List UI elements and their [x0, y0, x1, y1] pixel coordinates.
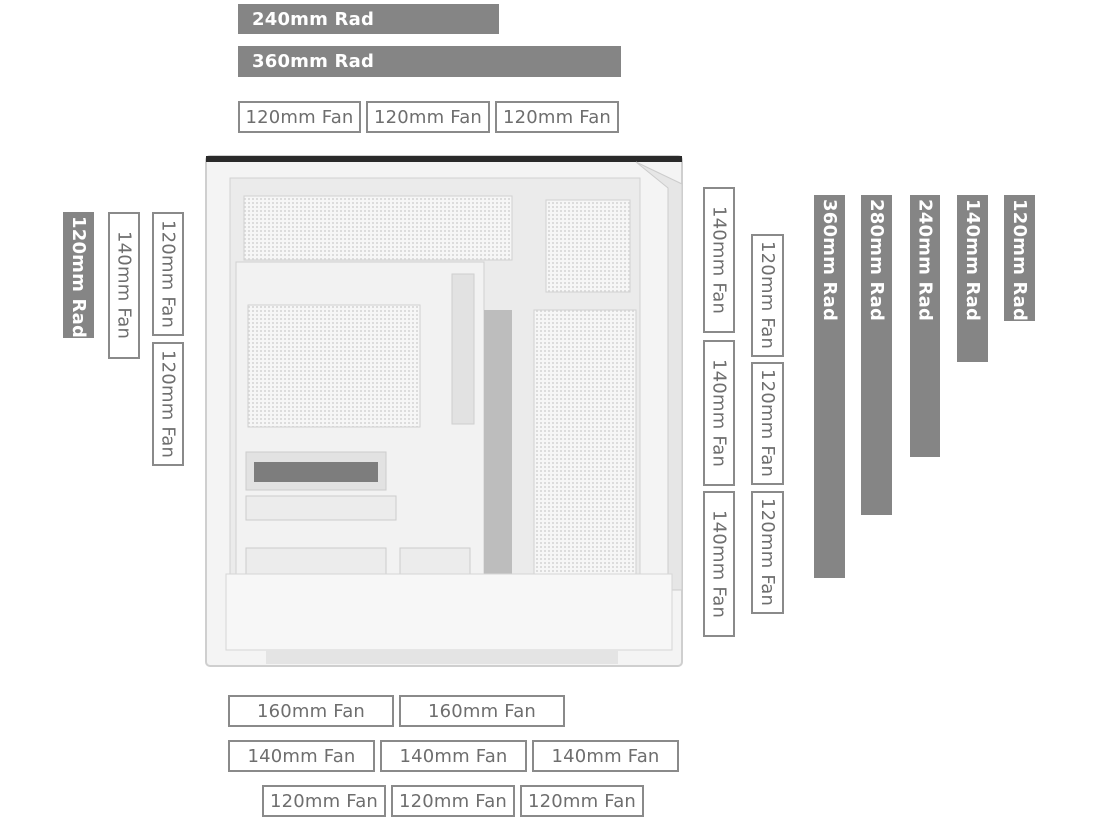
bottom-fan-120-3: 120mm Fan	[520, 785, 644, 817]
front-rad-120-bar: 120mm Rad	[1004, 195, 1035, 321]
bottom-fan-160-2: 160mm Fan	[399, 695, 565, 727]
front-fan-140-3: 140mm Fan	[703, 491, 735, 637]
front-fan-120-1: 120mm Fan	[751, 234, 784, 357]
top-fan-120-2: 120mm Fan	[366, 101, 490, 133]
bottom-fan-140-2: 140mm Fan	[380, 740, 527, 772]
bottom-fan-160-1: 160mm Fan	[228, 695, 394, 727]
pcie-slot	[254, 462, 378, 482]
front-rad-280-bar: 280mm Rad	[861, 195, 892, 515]
cable-channel	[484, 310, 512, 574]
upper-right-mesh	[545, 199, 631, 293]
front-fan-120-2: 120mm Fan	[751, 362, 784, 485]
bottom-fan-140-3: 140mm Fan	[532, 740, 679, 772]
top-fan-120-3: 120mm Fan	[495, 101, 619, 133]
front-rad-140-bar: 140mm Rad	[957, 195, 988, 362]
top-rad-240-bar: 240mm Rad	[238, 4, 499, 34]
top-rad-360-bar: 360mm Rad	[238, 46, 621, 77]
bottom-shroud	[225, 573, 673, 651]
front-rad-360-bar: 360mm Rad	[814, 195, 845, 578]
bottom-fan-120-1: 120mm Fan	[262, 785, 386, 817]
rear-fan-120-1: 120mm Fan	[152, 212, 184, 336]
front-mesh	[533, 309, 637, 575]
motherboard-cutout	[247, 304, 421, 428]
pc-case-illustration	[205, 155, 683, 667]
top-fan-120-1: 120mm Fan	[238, 101, 361, 133]
front-fan-120-3: 120mm Fan	[751, 491, 784, 614]
front-fan-140-2: 140mm Fan	[703, 340, 735, 486]
bottom-fan-120-2: 120mm Fan	[391, 785, 515, 817]
front-fan-140-1: 140mm Fan	[703, 187, 735, 333]
rear-fan-120-2: 120mm Fan	[152, 342, 184, 466]
bottom-fan-140-1: 140mm Fan	[228, 740, 375, 772]
rear-fan-140: 140mm Fan	[108, 212, 140, 359]
rear-rad-120-bar: 120mm Rad	[63, 212, 94, 338]
front-rad-240-bar: 240mm Rad	[910, 195, 940, 457]
top-mesh	[243, 195, 513, 261]
